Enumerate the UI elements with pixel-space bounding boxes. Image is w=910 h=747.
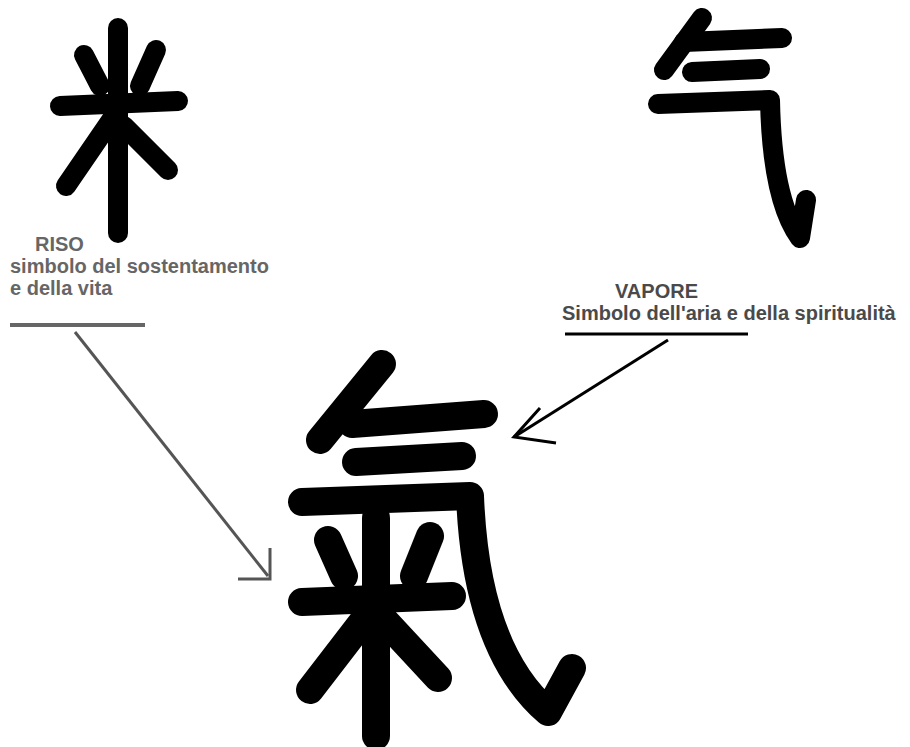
qi-character xyxy=(302,364,572,736)
caption-label: VAPORE xyxy=(615,280,698,302)
underline-bar xyxy=(565,333,748,336)
leader-arrow xyxy=(514,340,668,443)
caption-label: simbolo del sostentamento e della vita xyxy=(10,255,275,299)
vapour-character xyxy=(658,18,806,238)
rice-character xyxy=(60,28,178,233)
leader-arrow xyxy=(75,332,270,579)
underline-bar xyxy=(10,323,145,327)
caption-label: RISO xyxy=(35,233,84,255)
caption-label: Simbolo dell'aria e della spiritualità xyxy=(562,302,896,324)
